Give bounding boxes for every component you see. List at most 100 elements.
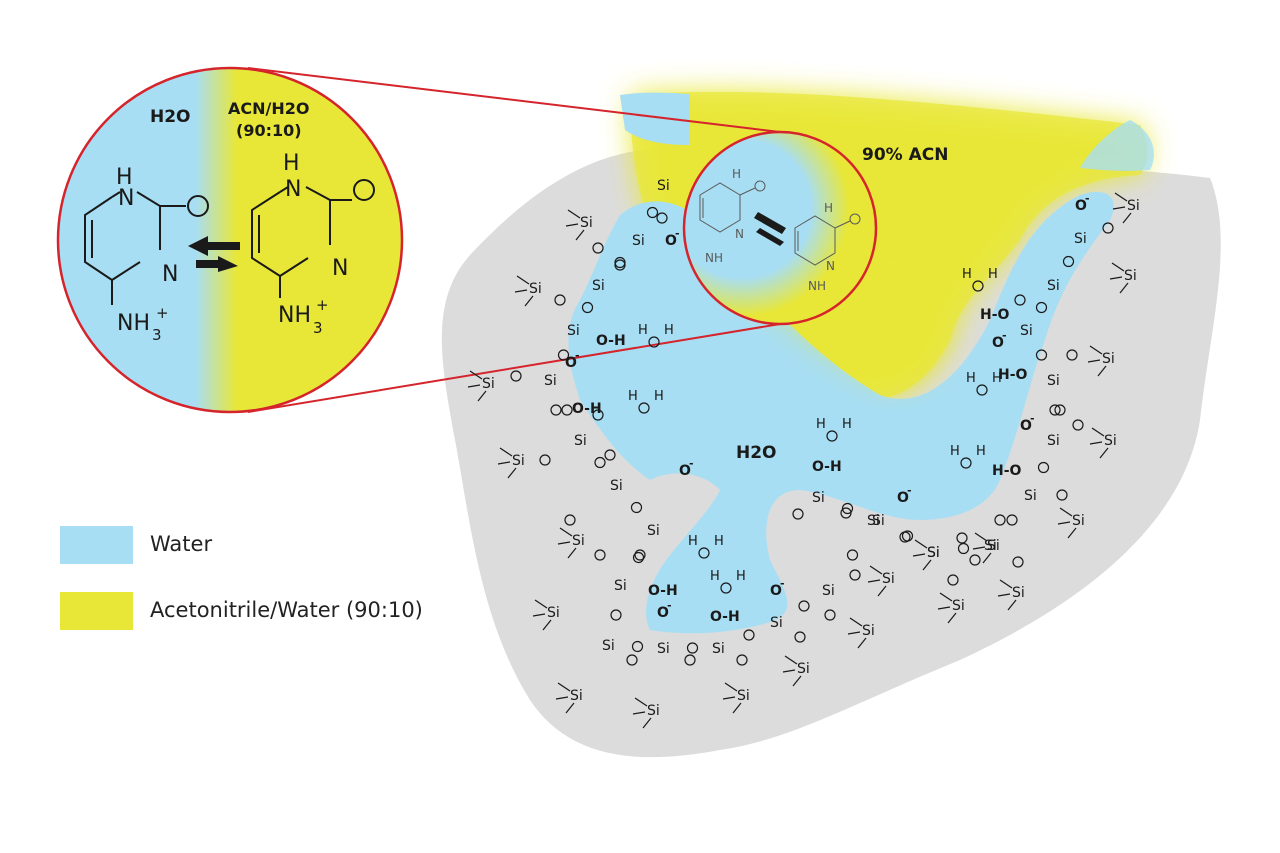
h-atom: H [638, 323, 648, 338]
o-minus: O [1075, 198, 1087, 214]
h-atom: H [962, 267, 972, 282]
minus-charge: - [1002, 329, 1007, 342]
si-atom: Si [1012, 585, 1025, 601]
oxygen-atom [631, 640, 644, 653]
oxygen-atom [846, 549, 859, 561]
water-oxygen [972, 280, 984, 292]
si-atom: Si [952, 598, 965, 614]
svg-text:H: H [116, 165, 133, 190]
oxygen-atom [841, 502, 854, 515]
svg-text:NH: NH [278, 303, 311, 328]
si-atom: Si [647, 523, 660, 539]
legend-acn-label: Acetonitrile/Water (90:10) [150, 598, 423, 622]
legend-acn-swatch [60, 592, 133, 630]
minus-charge: - [689, 457, 694, 470]
equilibrium-arrow-left [188, 236, 240, 256]
si-atom: Si [1102, 351, 1115, 367]
water-oxygen [638, 402, 650, 414]
oxygen-atom [794, 631, 806, 643]
oxygen-atom [581, 301, 594, 314]
oxygen-atom [557, 349, 570, 361]
oxygen-atom [561, 404, 573, 416]
oxygen-atom [594, 456, 606, 469]
svg-text:N: N [118, 186, 134, 211]
o-minus: O [679, 463, 691, 479]
si-atom: Si [1020, 323, 1033, 339]
water-pore-region [568, 191, 1114, 634]
oxygen-atom [594, 549, 606, 561]
svg-text:N: N [826, 259, 835, 273]
water-oxygen [960, 457, 972, 469]
o-minus: O [1020, 418, 1032, 434]
oxygen-atom [969, 554, 981, 566]
h-atom: H [628, 389, 638, 404]
pore-water-label: H2O [736, 443, 777, 463]
h-atom: H [966, 371, 976, 386]
oxygen-atom [550, 404, 562, 416]
hydroxyl-group: H-O [992, 463, 1022, 479]
minus-charge: - [907, 484, 912, 497]
si-atom: Si [512, 453, 525, 469]
oxygen-atom [1035, 301, 1048, 314]
si-atom: Si [1124, 268, 1137, 284]
svg-text:NH: NH [117, 311, 150, 336]
svg-text:NH: NH [705, 251, 723, 265]
oxygen-atom [1014, 294, 1026, 306]
acn-region-label: 90% ACN [862, 145, 948, 165]
water-oxygen [720, 582, 732, 594]
h-atom: H [714, 534, 724, 549]
si-atom: Si [927, 545, 940, 561]
oxygen-atom [994, 514, 1006, 526]
si-atom: Si [1024, 488, 1037, 504]
zoom-acn-label: ACN/H2O [228, 99, 309, 118]
oxygen-atom [656, 212, 668, 224]
si-atom: Si [544, 373, 557, 389]
o-minus: O [770, 583, 782, 599]
minus-charge: - [780, 577, 785, 590]
svg-text:3: 3 [313, 319, 323, 337]
water-oxygen [648, 336, 660, 348]
oxygen-atom [1062, 255, 1075, 268]
si-atom: Si [602, 638, 615, 654]
oxygen-atom [743, 629, 755, 641]
oxygen-atom [736, 654, 748, 666]
left-molecule-atoms: H N N NH 3 + [116, 165, 178, 344]
oxygen-atom [840, 507, 852, 519]
minus-charge: - [575, 349, 580, 362]
svg-text:+: + [156, 304, 169, 322]
si-atom: Si [574, 433, 587, 449]
si-atom: Si [1047, 373, 1060, 389]
svg-text:+: + [316, 296, 329, 314]
svg-text:N: N [735, 227, 744, 241]
zoom-connector-bottom [247, 323, 781, 413]
hydroxyl-group: O-H [596, 333, 626, 349]
zoom-detail-circle: H2O ACN/H2O (90:10) H N N NH 3 + H N N N… [56, 66, 404, 414]
si-atom: Si [862, 623, 875, 639]
si-atom: Si [812, 490, 825, 506]
si-atom: Si [984, 538, 997, 554]
oxygen-atom [1072, 419, 1084, 431]
oxygen-atom [510, 370, 522, 382]
o-minus: O [665, 233, 677, 249]
hydroxyl-group: H-O [998, 367, 1028, 383]
zoom-acn-ratio: (90:10) [236, 121, 302, 140]
hydroxyl-group: O-H [648, 583, 678, 599]
si-atom: Si [927, 545, 940, 561]
si-atom: Si [657, 641, 670, 657]
o-minus: O [992, 335, 1004, 351]
left-cytosine-molecule [84, 191, 209, 305]
si-atom: Si [737, 688, 750, 704]
oxygen-atom [1037, 461, 1050, 474]
oxygen-atom [956, 532, 968, 544]
oxygen-atom [824, 609, 836, 621]
oxygen-atom [792, 508, 804, 520]
oxygen-atom [634, 549, 646, 561]
oxygen-atom [592, 242, 604, 254]
oxygen-atom [564, 514, 576, 526]
svg-text:N: N [285, 177, 301, 202]
legend-water-label: Water [150, 532, 213, 556]
si-atom: Si [1104, 433, 1117, 449]
h-atom: H [992, 371, 1002, 386]
